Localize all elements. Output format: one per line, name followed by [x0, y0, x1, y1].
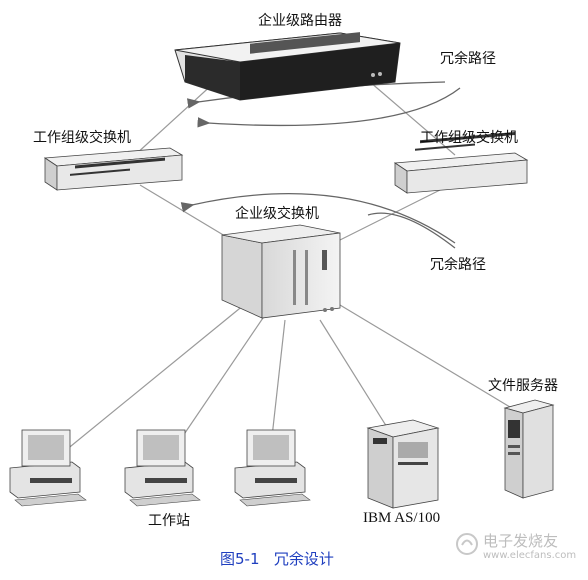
- connection-lines: [59, 81, 516, 456]
- workstation-1: [9, 429, 87, 507]
- workstation-label: 工作站: [148, 513, 190, 529]
- redundant-arrow-mid-2: [367, 212, 456, 249]
- watermark-text: 电子发烧友: [483, 532, 559, 550]
- figure-title: 冗余设计: [273, 550, 334, 568]
- redundant-path-arrows: [180, 81, 461, 249]
- link-right-switch-core: [329, 184, 451, 246]
- link-router-left-switch: [134, 81, 216, 156]
- ibm-label: IBM AS/100: [363, 510, 441, 526]
- redundant-path-label-top: 冗余路径: [440, 51, 496, 67]
- watermark: 电子发烧友 www.elecfans.com: [455, 528, 583, 568]
- link-core-ws1: [59, 299, 251, 456]
- link-core-ws2: [169, 314, 266, 456]
- file-server-label: 文件服务器: [488, 378, 558, 394]
- workgroup-switch-left: [43, 147, 184, 191]
- enterprise-core-switch: [221, 224, 341, 319]
- redundant-arrow-top-2: [197, 87, 461, 128]
- router-label: 企业级路由器: [258, 13, 342, 29]
- redundant-arrow-mid-1: [180, 193, 456, 244]
- workstation-3: [234, 429, 311, 507]
- workgroup-switch-right-label: 工作组级交换机: [420, 130, 518, 146]
- redundant-path-label-mid: 冗余路径: [430, 257, 486, 273]
- figure-caption: 图5-1 冗余设计: [220, 548, 334, 569]
- workgroup-switch-right: [393, 131, 529, 194]
- workstation-2: [124, 429, 201, 507]
- ibm-server: [366, 419, 440, 509]
- enterprise-switch-label: 企业级交换机: [235, 206, 319, 222]
- watermark-logo-icon: [456, 533, 478, 555]
- link-core-fileserver: [339, 304, 516, 411]
- watermark-url: www.elecfans.com: [483, 550, 577, 561]
- file-server: [503, 399, 555, 499]
- link-core-ibm: [319, 319, 396, 441]
- figure-number: 图5-1: [220, 550, 260, 568]
- router-device: [174, 32, 401, 101]
- link-router-right-switch: [369, 81, 456, 156]
- workgroup-switch-left-label: 工作组级交换机: [33, 130, 131, 146]
